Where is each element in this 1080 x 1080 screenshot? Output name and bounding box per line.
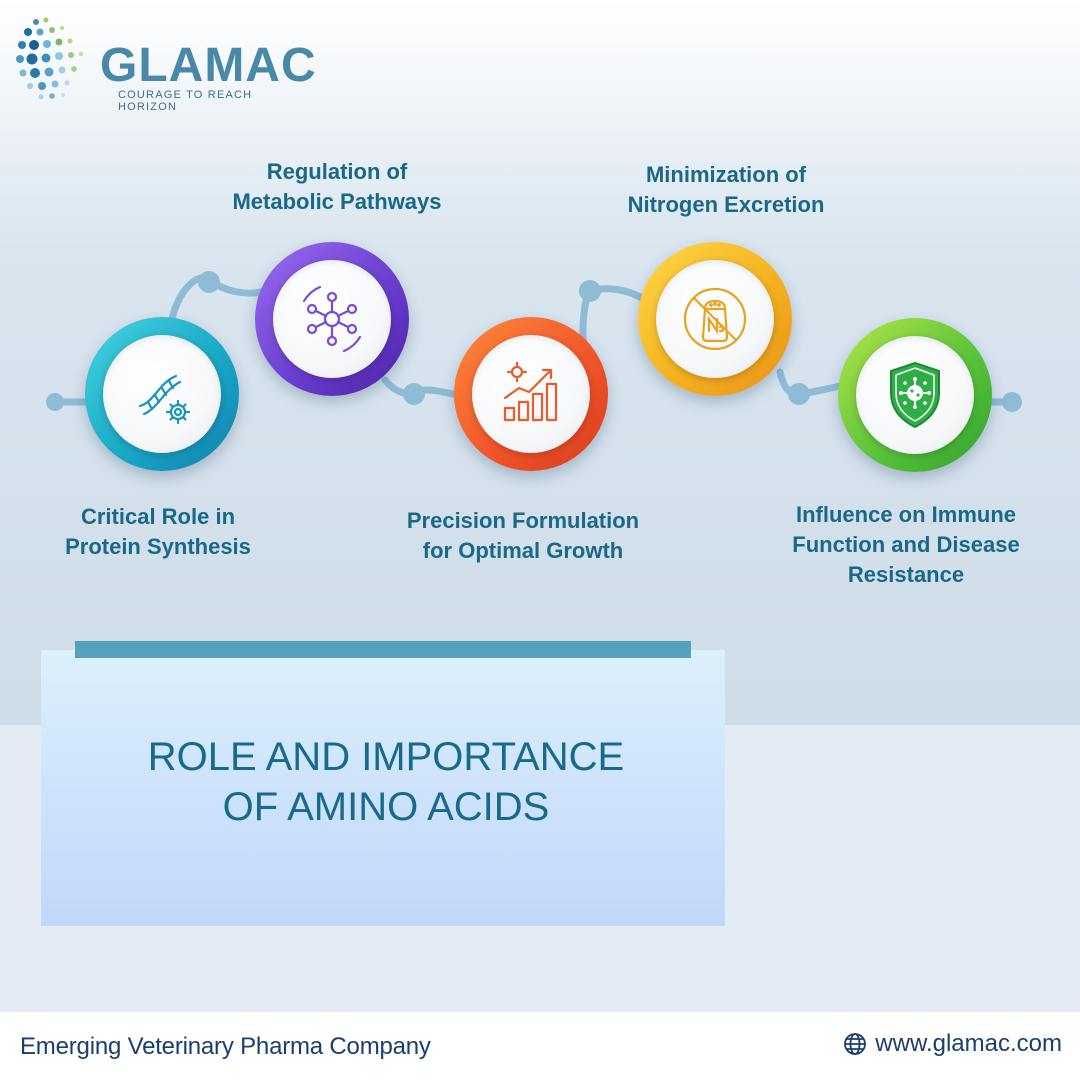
step-label-immune-function: Influence on Immune Function and Disease… bbox=[764, 500, 1048, 590]
step-node-immune-function[interactable] bbox=[838, 318, 992, 472]
step-label-line1: Influence on Immune bbox=[795, 502, 1017, 527]
step-label-line1: Regulation of bbox=[266, 159, 408, 184]
step-label-line2: Protein Synthesis bbox=[65, 534, 251, 559]
footer-tagline: Emerging Veterinary Pharma Company bbox=[20, 1033, 431, 1060]
step-label-line2: Function and Disease bbox=[792, 532, 1020, 557]
step-label-optimal-growth: Precision Formulation for Optimal Growth bbox=[378, 506, 668, 566]
step-node-nitrogen-excretion[interactable] bbox=[638, 242, 792, 396]
globe-icon bbox=[844, 1033, 867, 1055]
title-accent-bar bbox=[75, 641, 691, 658]
footer-website-link[interactable]: www.glamac.com bbox=[843, 1030, 1062, 1058]
step-label-line1: Precision Formulation bbox=[406, 508, 640, 533]
step-label-line2: for Optimal Growth bbox=[422, 538, 624, 563]
no-nitrogen-icon bbox=[683, 287, 747, 351]
step-label-line1: Minimization of bbox=[645, 162, 807, 187]
molecule-network-icon bbox=[302, 285, 362, 353]
step-label-metabolic-pathways: Regulation of Metabolic Pathways bbox=[196, 157, 478, 217]
step-node-metabolic-pathways[interactable] bbox=[255, 242, 409, 396]
brand-name: GLAMAC bbox=[100, 39, 317, 92]
step-label-line2: Nitrogen Excretion bbox=[627, 192, 825, 217]
connector-chain bbox=[46, 271, 1022, 412]
step-label-line2: Metabolic Pathways bbox=[232, 189, 442, 214]
brand-logo[interactable]: GLAMAC COURAGE TO REACH HORIZON bbox=[14, 12, 316, 113]
step-label-protein-synthesis: Critical Role in Protein Synthesis bbox=[38, 502, 278, 562]
title-panel bbox=[41, 650, 725, 926]
dna-gear-icon bbox=[138, 374, 191, 425]
website-url[interactable]: www.glamac.com bbox=[875, 1030, 1062, 1057]
step-label-nitrogen-excretion: Minimization of Nitrogen Excretion bbox=[598, 160, 854, 220]
step-node-optimal-growth[interactable] bbox=[454, 317, 608, 471]
dotted-globe-icon bbox=[16, 17, 84, 100]
page-title-line1: ROLE AND IMPORTANCE bbox=[147, 735, 625, 779]
growth-chart-gear-icon bbox=[503, 361, 558, 422]
page-title: ROLE AND IMPORTANCE OF AMINO ACIDS bbox=[41, 732, 731, 832]
step-label-line1: Critical Role in bbox=[80, 504, 236, 529]
virus-shield-icon bbox=[890, 361, 940, 429]
step-label-line3: Resistance bbox=[847, 562, 965, 587]
step-node-protein-synthesis[interactable] bbox=[85, 317, 239, 471]
footer-bar bbox=[0, 1012, 1080, 1080]
brand-tagline: COURAGE TO REACH HORIZON bbox=[118, 89, 253, 113]
page-title-line2: OF AMINO ACIDS bbox=[222, 785, 550, 829]
